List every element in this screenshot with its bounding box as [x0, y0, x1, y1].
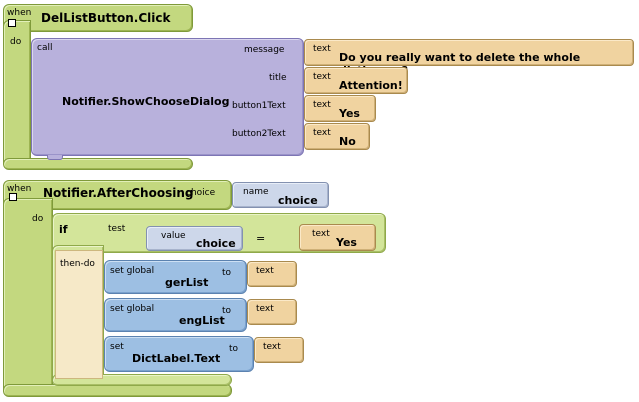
text-tag: text	[313, 128, 331, 138]
set-dictlabel-text-block[interactable]: set DictLabel.Text to	[104, 336, 254, 372]
text-value: Yes	[339, 107, 360, 120]
set-target-name: DictLabel.Text	[132, 352, 221, 365]
text-tag: text	[256, 304, 274, 314]
value-name: choice	[196, 237, 236, 250]
event-block-footer	[3, 158, 193, 170]
text-tag: text	[313, 100, 331, 110]
to-label: to	[222, 306, 232, 316]
event-block-header[interactable]	[3, 4, 193, 32]
when-label: when	[7, 184, 32, 194]
text-block-button2[interactable]: text No	[304, 123, 370, 150]
text-tag: text	[263, 342, 281, 352]
text-block-compare-yes[interactable]: text Yes	[299, 224, 376, 251]
name-tag: name	[243, 187, 269, 197]
set-kind-label: set global	[110, 304, 155, 314]
when-label: when	[7, 8, 32, 18]
event-block-do-bar	[3, 20, 31, 168]
do-label: do	[10, 37, 22, 47]
event-block-notifier-afterchoosing[interactable]: when Notifier.AfterChoosing choice do	[0, 176, 240, 402]
event-name: DelListButton.Click	[41, 11, 171, 25]
call-label: call	[37, 43, 53, 53]
text-value: Attention!	[339, 79, 403, 92]
event-block-do-bar	[3, 198, 53, 394]
set-kind-label: set	[110, 342, 124, 352]
then-do-slot	[55, 250, 103, 379]
text-block-message[interactable]: text Do you really want to delete the wh…	[304, 39, 634, 77]
then-do-label: then-do	[60, 259, 95, 269]
value-choice-block[interactable]: value choice	[146, 226, 243, 251]
arg-label-message: message	[244, 45, 285, 55]
event-name: Notifier.AfterChoosing	[43, 186, 194, 200]
event-block-dellistbutton-click[interactable]: when DelListButton.Click do	[0, 0, 200, 175]
name-value: choice	[278, 194, 318, 207]
text-tag: text	[256, 266, 274, 276]
value-tag: value	[161, 231, 186, 241]
set-kind-label: set global	[110, 266, 155, 276]
text-value: No	[339, 135, 356, 148]
set-target-name: engList	[179, 314, 225, 327]
test-label: test	[108, 224, 126, 234]
method-name: Notifier.ShowChooseDialog	[62, 95, 230, 108]
text-tag: text	[312, 229, 330, 239]
event-param-label: choice	[186, 188, 216, 198]
text-block-empty-dictlabel[interactable]: text	[254, 337, 304, 363]
to-label: to	[229, 344, 239, 354]
text-block-title[interactable]: text Attention!	[304, 67, 408, 94]
set-target-name: gerList	[165, 276, 209, 289]
to-label: to	[222, 268, 232, 278]
text-block-button1[interactable]: text Yes	[304, 95, 376, 122]
set-global-englist-block[interactable]: set global engList to	[104, 298, 247, 332]
param-name-block-choice[interactable]: name choice	[232, 182, 329, 208]
arg-label-title: title	[269, 73, 287, 83]
text-tag: text	[313, 44, 331, 54]
set-global-gerlist-block[interactable]: set global gerList to	[104, 260, 247, 294]
text-value: Yes	[336, 236, 357, 249]
text-tag: text	[313, 72, 331, 82]
collapse-toggle-icon[interactable]	[9, 193, 17, 201]
text-block-empty-englist[interactable]: text	[247, 299, 297, 325]
block-bottom-tab	[47, 155, 63, 160]
do-label: do	[32, 214, 44, 224]
arg-label-button1text: button1Text	[232, 101, 286, 111]
arg-label-button2text: button2Text	[232, 129, 286, 139]
text-block-empty-gerlist[interactable]: text	[247, 261, 297, 287]
collapse-toggle-icon[interactable]	[8, 19, 16, 27]
equals-operator[interactable]: =	[256, 232, 266, 245]
notifier-showchoosedialog-block[interactable]	[31, 38, 304, 156]
if-label: if	[59, 223, 68, 236]
